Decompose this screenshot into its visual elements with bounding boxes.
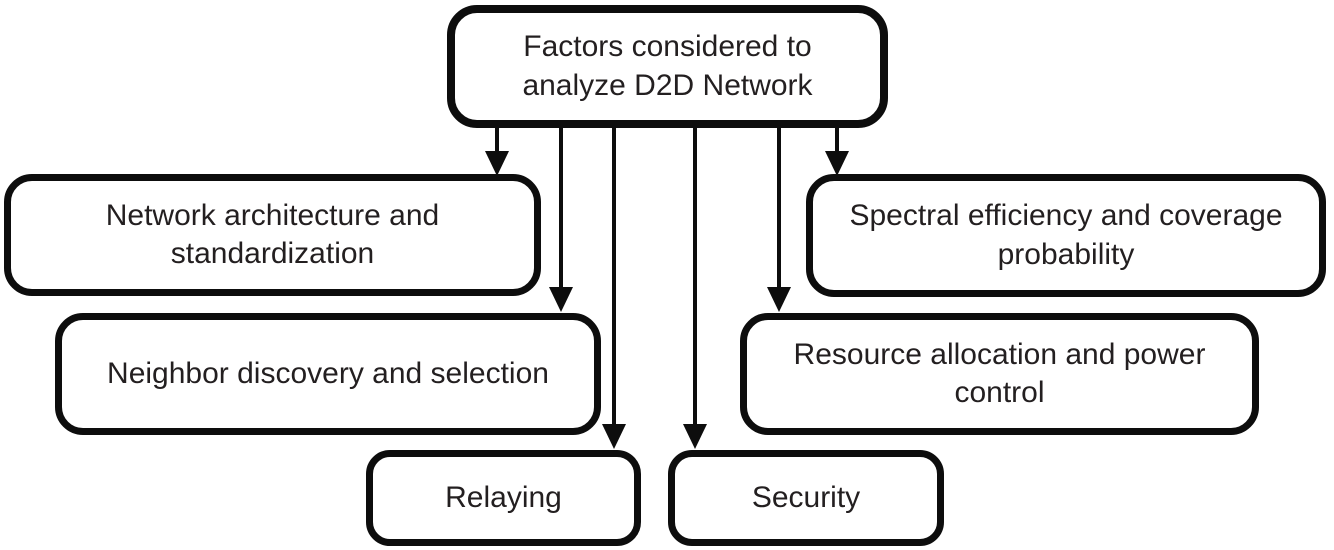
node-resource-allocation-label: Resource allocation and power control <box>793 337 1206 409</box>
node-spectral-efficiency: Spectral efficiency and coverage probabi… <box>806 174 1326 297</box>
arrow-root-to-resource-allocation <box>767 126 791 312</box>
node-network-architecture: Network architecture and standardization <box>4 174 541 296</box>
node-relaying-label: Relaying <box>445 480 562 514</box>
node-relaying: Relaying <box>366 450 641 546</box>
node-neighbor-discovery: Neighbor discovery and selection <box>55 313 601 435</box>
node-network-architecture-label: Network architecture and standardization <box>105 198 440 270</box>
arrow-root-to-relaying <box>602 126 626 449</box>
arrow-root-to-security <box>683 126 707 449</box>
arrow-root-to-neighbor-discovery <box>549 126 573 312</box>
node-resource-allocation: Resource allocation and power control <box>740 313 1259 435</box>
node-root-label: Factors considered to analyze D2D Networ… <box>522 30 813 102</box>
node-root-factors: Factors considered to analyze D2D Networ… <box>447 5 888 128</box>
node-security-label: Security <box>751 480 861 514</box>
arrow-root-to-network-architecture <box>485 126 509 176</box>
arrow-root-to-spectral-efficiency <box>825 126 849 176</box>
node-security: Security <box>668 450 944 546</box>
node-neighbor-discovery-label: Neighbor discovery and selection <box>107 356 549 390</box>
node-spectral-efficiency-label: Spectral efficiency and coverage probabi… <box>849 199 1283 271</box>
